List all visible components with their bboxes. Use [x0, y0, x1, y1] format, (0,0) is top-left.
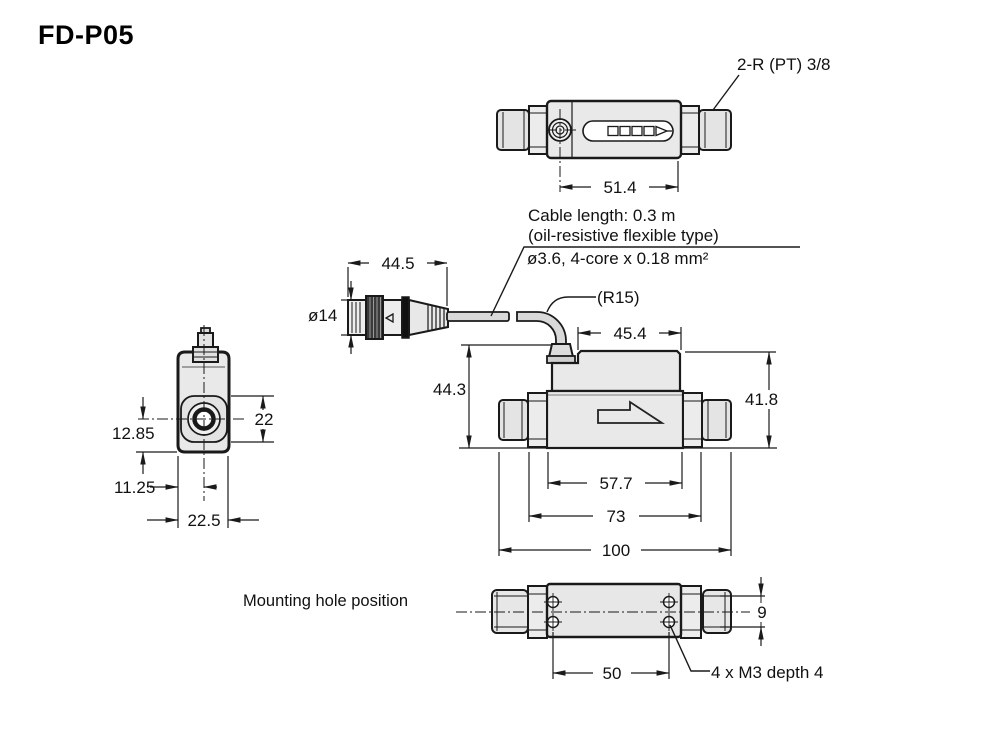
- dim-top-width: 51.4: [591, 178, 649, 197]
- cable-type-label: (oil-resistive flexible type): [528, 226, 719, 245]
- dim-overall-length: 100: [591, 541, 641, 560]
- indicator-segment: [619, 125, 631, 137]
- flow-direction-arrow-icon: [597, 400, 666, 424]
- cable-spec-leader: [490, 246, 800, 317]
- dim-port-boss-dia: 22: [250, 410, 278, 429]
- end-view-boot-collar: [192, 346, 219, 363]
- connector-view: [347, 295, 567, 345]
- side-view-right-port: [701, 399, 732, 441]
- dim-connector-dia: ø14: [308, 306, 338, 325]
- display-window: [582, 120, 674, 142]
- cable-segment: [446, 311, 510, 322]
- cable-spec-label: ø3.6, 4-core x 0.18 mm²: [527, 249, 709, 268]
- dim-height-with-cable: 44.3: [433, 380, 467, 399]
- connector-thread-barrel: [347, 299, 367, 336]
- page-title: FD-P05: [38, 20, 135, 50]
- dim-connector-length: 44.5: [369, 254, 427, 273]
- bend-radius-label: (R15): [597, 288, 640, 307]
- dim-hole-row-spacing: 9: [753, 603, 771, 622]
- cable-bend-segment: [516, 311, 567, 345]
- thread-label-leader: [712, 74, 740, 111]
- cable-boot-on-body: [547, 343, 575, 358]
- flow-direction-pointer-icon: [655, 125, 669, 137]
- indicator-segment: [631, 125, 643, 137]
- side-view: [498, 343, 732, 450]
- dim-body-top-width: 45.4: [601, 324, 659, 343]
- side-view-body-band: [545, 389, 685, 450]
- side-view-left-port: [498, 399, 529, 441]
- m3-holes-leader: [669, 624, 710, 672]
- mounting-holes-spec: 4 x M3 depth 4: [711, 663, 824, 682]
- cable-length-label: Cable length: 0.3 m: [528, 206, 676, 225]
- dim-body-height: 41.8: [744, 390, 780, 409]
- centerlines: [138, 109, 750, 613]
- top-view: [496, 99, 732, 160]
- dim-center-from-bottom: 12.85: [112, 424, 155, 443]
- connector-keying-mark-icon: [384, 312, 394, 324]
- dim-end-width: 22.5: [185, 511, 223, 530]
- bend-radius-leader: [546, 296, 596, 313]
- connector-dark-band: [401, 296, 410, 339]
- mounting-view: [491, 582, 732, 639]
- thread-spec-label: 2-R (PT) 3/8: [737, 55, 831, 74]
- dim-body-width: 57.7: [587, 474, 645, 493]
- mounting-holes: [544, 593, 678, 631]
- dim-across-nuts: 73: [593, 507, 639, 526]
- mounting-caption: Mounting hole position: [243, 592, 409, 610]
- indicator-segment: [607, 125, 619, 137]
- indicator-segment: [643, 125, 655, 137]
- dim-center-from-edge: 11.25: [114, 478, 156, 497]
- end-view-connector-stub: [197, 332, 214, 349]
- mounting-view-body: [545, 582, 683, 639]
- dim-hole-spacing: 50: [593, 664, 631, 683]
